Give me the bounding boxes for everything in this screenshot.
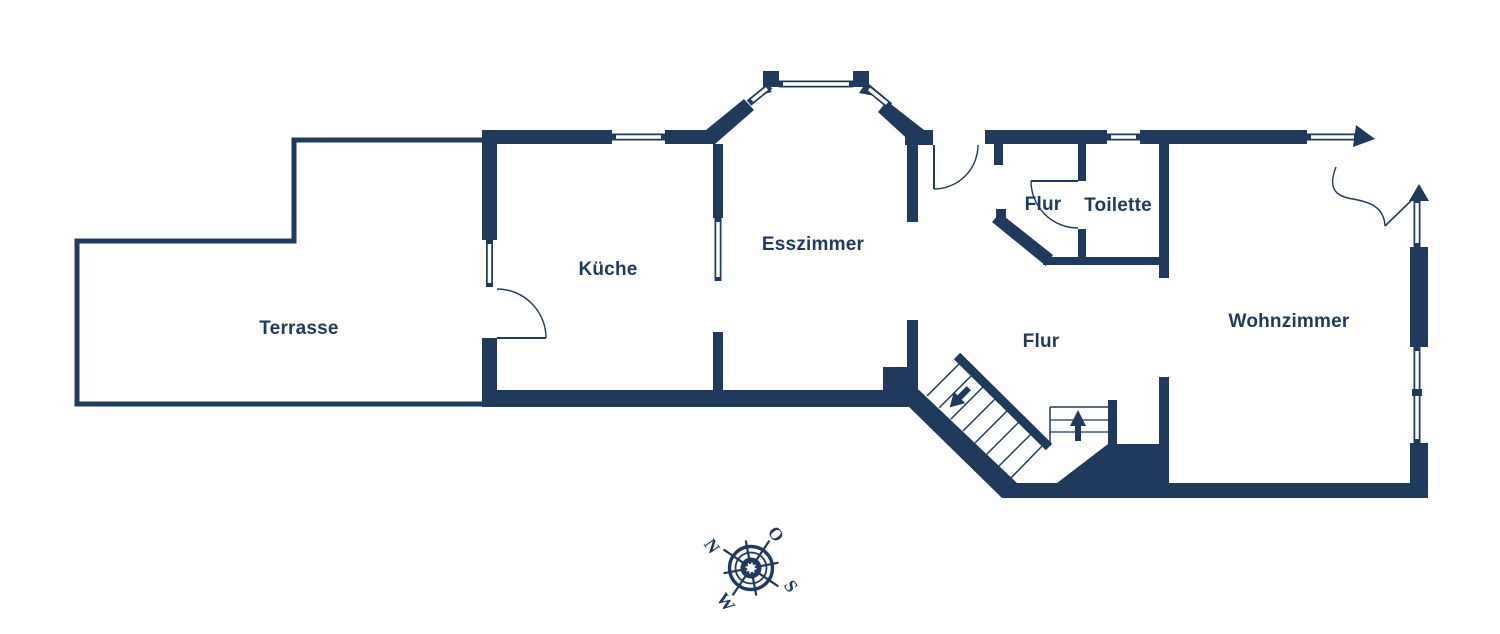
wall-hall-diagonal [992,213,1053,266]
door-arrow-top-icon [1353,125,1375,147]
wall-right-mid [1410,247,1428,347]
doors [496,125,1429,339]
door-entry [933,144,979,190]
window-bay-right [863,83,893,109]
stairs [923,352,1108,482]
door-kitchen-terrace [496,288,547,339]
compass-south-label: S [780,576,802,596]
wall-top-livingroom [1140,130,1307,144]
walls [482,71,1428,498]
bay-wall-left [706,99,754,144]
bay-corner-block [905,130,933,145]
room-label-terrasse: Terrasse [259,318,338,339]
door-livingroom-corner [1331,125,1429,227]
staircase-up [1049,406,1108,446]
stairs-up-arrow-icon [1070,410,1086,441]
wall-kitchen-partition-upper [713,144,723,218]
compass-rose: N O S W [700,523,802,616]
wall-stair-stub [1108,400,1117,447]
wall-top-hall [985,130,1107,144]
room-label-toilette: Toilette [1084,195,1152,216]
door-swing-curve [1331,166,1386,227]
bay-window-post-right [853,71,869,87]
wall-top-kitchen-b [665,130,713,144]
wall-left-upper [482,130,497,240]
door-swing-arc [933,144,979,190]
wall-stair-mass [1057,444,1160,483]
wall-toilet-left-upper [1078,144,1086,181]
wall-bottom-diagonal [906,390,1018,498]
door-toilet [1030,180,1079,229]
wall-toilet-left-lower [1078,229,1086,265]
wall-dining-right-upper [907,145,918,222]
wall-dining-right-lower [907,320,918,390]
room-label-kueche: Küche [578,259,637,280]
window-bay-left [746,83,773,106]
compass-outer-ring [727,544,775,592]
door-arrow-right-icon [1409,184,1429,201]
compass-north-label: N [700,535,724,557]
room-label-flur: Flur [1023,331,1060,352]
door-swing-arc [1030,180,1079,229]
terrace-outline [74,137,492,407]
wall-bottom-right [1002,483,1428,498]
door-swing-arc [496,288,547,339]
wall-top-kitchen-a [482,130,612,144]
wall-left-lower [482,338,497,407]
terrace-wall [74,137,492,407]
wall-livingroom-left-upper [1159,144,1169,278]
bay-window-post-left [763,71,779,87]
window-mullion [1412,389,1422,396]
window-livingroom-right-lower [1412,347,1422,443]
wall-livingroom-left-lower [1159,377,1169,483]
windows [486,80,1422,443]
room-label-wohnzimmer: Wohnzimmer [1229,311,1350,332]
compass-spokes [722,539,780,597]
wall-toilet-bottom [1043,257,1169,265]
wall-bottom-left [482,390,919,407]
wall-entry-stub [994,144,1003,165]
room-label-flur-oben: Flur [1025,194,1062,215]
stairs-down-arrow-icon [949,386,971,408]
stair-railing [953,352,1053,451]
wall-chimney-block [883,367,908,393]
compass-inner-ring [734,551,768,585]
room-labels: Terrasse Küche Esszimmer Flur Toilette F… [259,194,1350,352]
compass-hub [740,557,762,579]
room-label-esszimmer: Esszimmer [762,234,865,255]
wall-kitchen-partition-lower [713,332,723,390]
